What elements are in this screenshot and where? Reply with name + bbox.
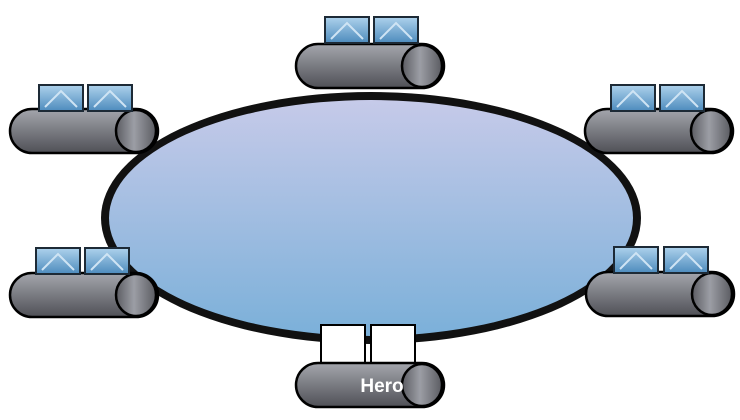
seat-label: Hero xyxy=(360,376,403,397)
card-back xyxy=(324,16,370,44)
seat-upper-left[interactable] xyxy=(8,84,160,155)
table-felt xyxy=(109,100,633,336)
card-back xyxy=(84,247,130,275)
seat-bottom[interactable]: Hero xyxy=(294,324,446,409)
card-back xyxy=(35,247,81,275)
hero-card xyxy=(370,324,416,366)
seat-end-cap xyxy=(690,271,734,317)
seats: Hero xyxy=(8,16,736,409)
poker-table xyxy=(101,92,641,344)
card-back xyxy=(663,246,709,274)
seat-end-cap xyxy=(689,108,733,154)
card-back xyxy=(610,84,656,112)
seat-end-cap xyxy=(114,108,158,154)
hero-card xyxy=(320,324,366,366)
card-back xyxy=(87,84,133,112)
card-back xyxy=(613,246,659,274)
seat-end-cap xyxy=(400,43,444,89)
seat-lower-left[interactable] xyxy=(8,247,160,319)
seat-end-cap xyxy=(114,272,158,318)
card-back xyxy=(659,84,705,112)
seat-lower-right[interactable] xyxy=(584,246,736,318)
seat-end-cap xyxy=(400,362,444,408)
seat-top[interactable] xyxy=(294,16,446,90)
card-back xyxy=(373,16,419,44)
seat-upper-right[interactable] xyxy=(583,84,735,155)
card-back xyxy=(38,84,84,112)
